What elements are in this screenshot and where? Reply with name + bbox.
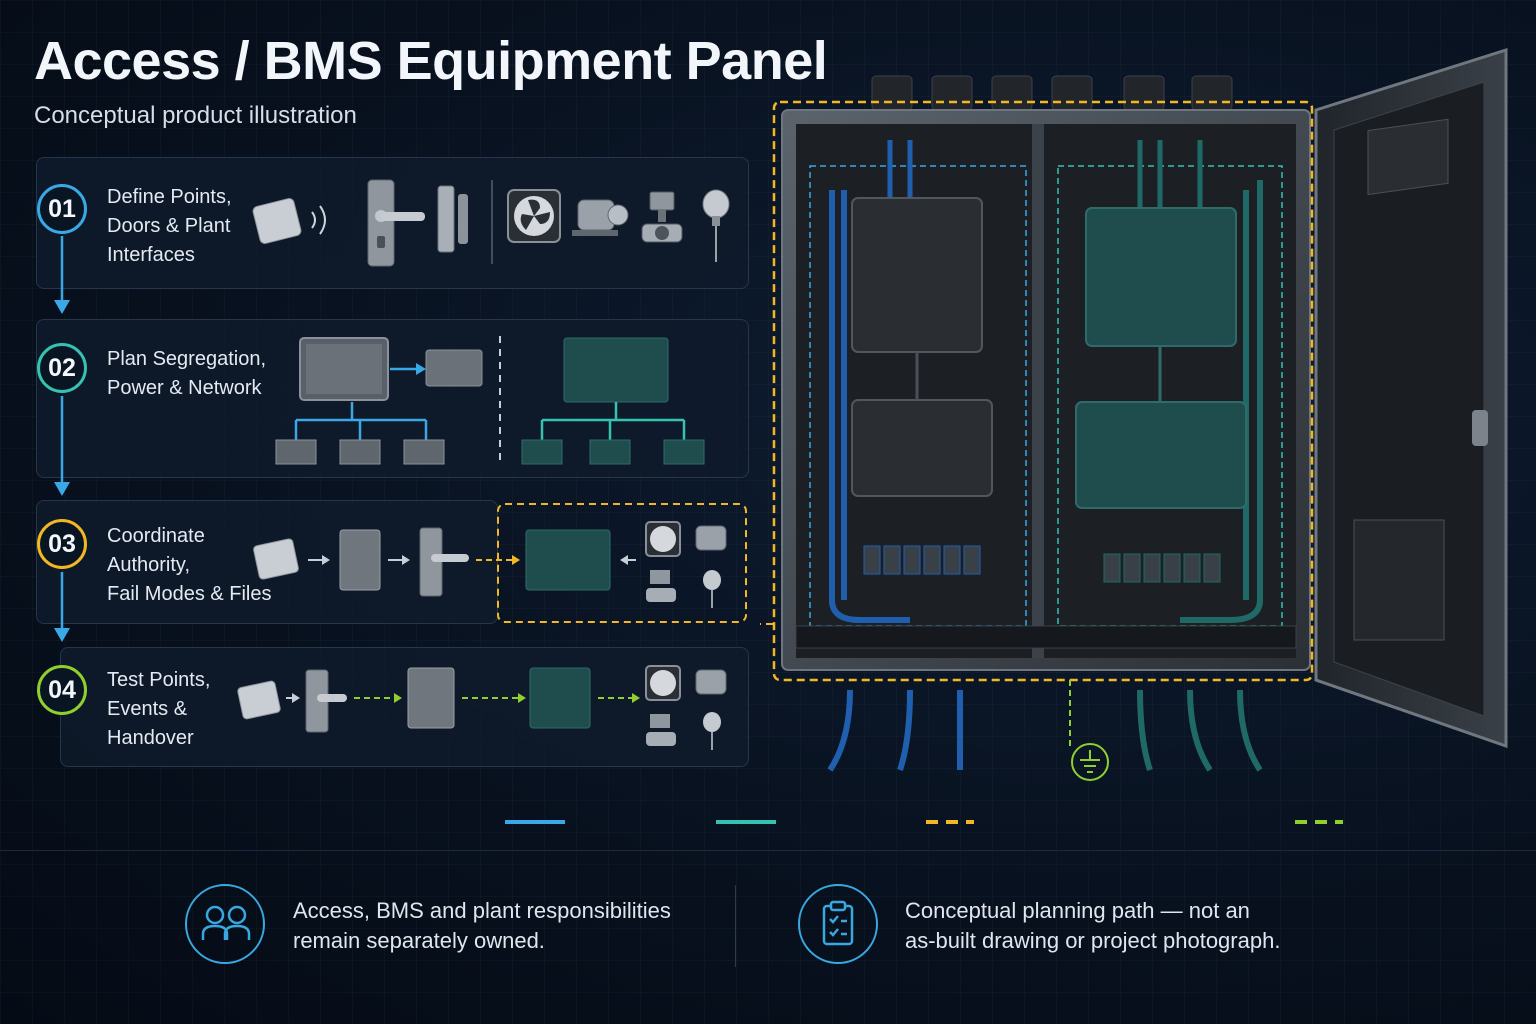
footer-disclaimer: Conceptual planning path — not an as-bui…	[905, 898, 1281, 953]
footer-ownership-note: Access, BMS and plant responsibilities r…	[293, 898, 671, 953]
pump-motor-icon	[572, 199, 629, 236]
timeline-connectors	[54, 236, 70, 642]
card-reader-icon	[252, 198, 326, 244]
legend-earth-line	[1295, 820, 1343, 824]
step1-icons	[252, 179, 730, 267]
equipment-panel-illustration	[760, 47, 1508, 781]
step2-segregation-diagram	[275, 336, 705, 465]
step-number-1: 01	[37, 184, 87, 234]
fan-icon	[507, 189, 561, 243]
door-handle-icon	[367, 179, 425, 267]
step-label-3: Coordinate Authority, Fail Modes & Files	[107, 525, 272, 605]
coordination-boundary	[772, 100, 1314, 682]
footer-separator	[735, 885, 736, 967]
clipboard-check-icon	[798, 884, 878, 964]
step-label-1: Define Points, Doors & Plant Interfaces	[107, 186, 232, 266]
earth-ground-icon	[1071, 743, 1109, 781]
sensor-icon	[702, 189, 730, 262]
step-label-4: Test Points, Events & Handover	[107, 669, 211, 749]
page-title: Access / BMS Equipment Panel	[34, 31, 828, 91]
users-icon	[185, 884, 265, 964]
door-contact-icon	[437, 185, 468, 253]
step4-test-flow	[237, 665, 727, 750]
legend-bms-line	[716, 820, 776, 824]
step3-authority-flow	[253, 503, 747, 623]
footer-divider	[0, 850, 1536, 851]
page-subtitle: Conceptual product illustration	[34, 102, 357, 129]
step-label-2: Plan Segregation, Power & Network	[107, 348, 267, 399]
step-number-3: 03	[37, 519, 87, 569]
legend-access-line	[505, 820, 565, 824]
bms-controller	[1085, 207, 1237, 347]
step-number-4: 04	[37, 665, 87, 715]
access-controller	[851, 197, 983, 353]
legend-coordination-line	[926, 820, 974, 824]
step-card-4	[60, 647, 749, 767]
step-number-2: 02	[37, 343, 87, 393]
valve-actuator-icon	[641, 191, 683, 243]
